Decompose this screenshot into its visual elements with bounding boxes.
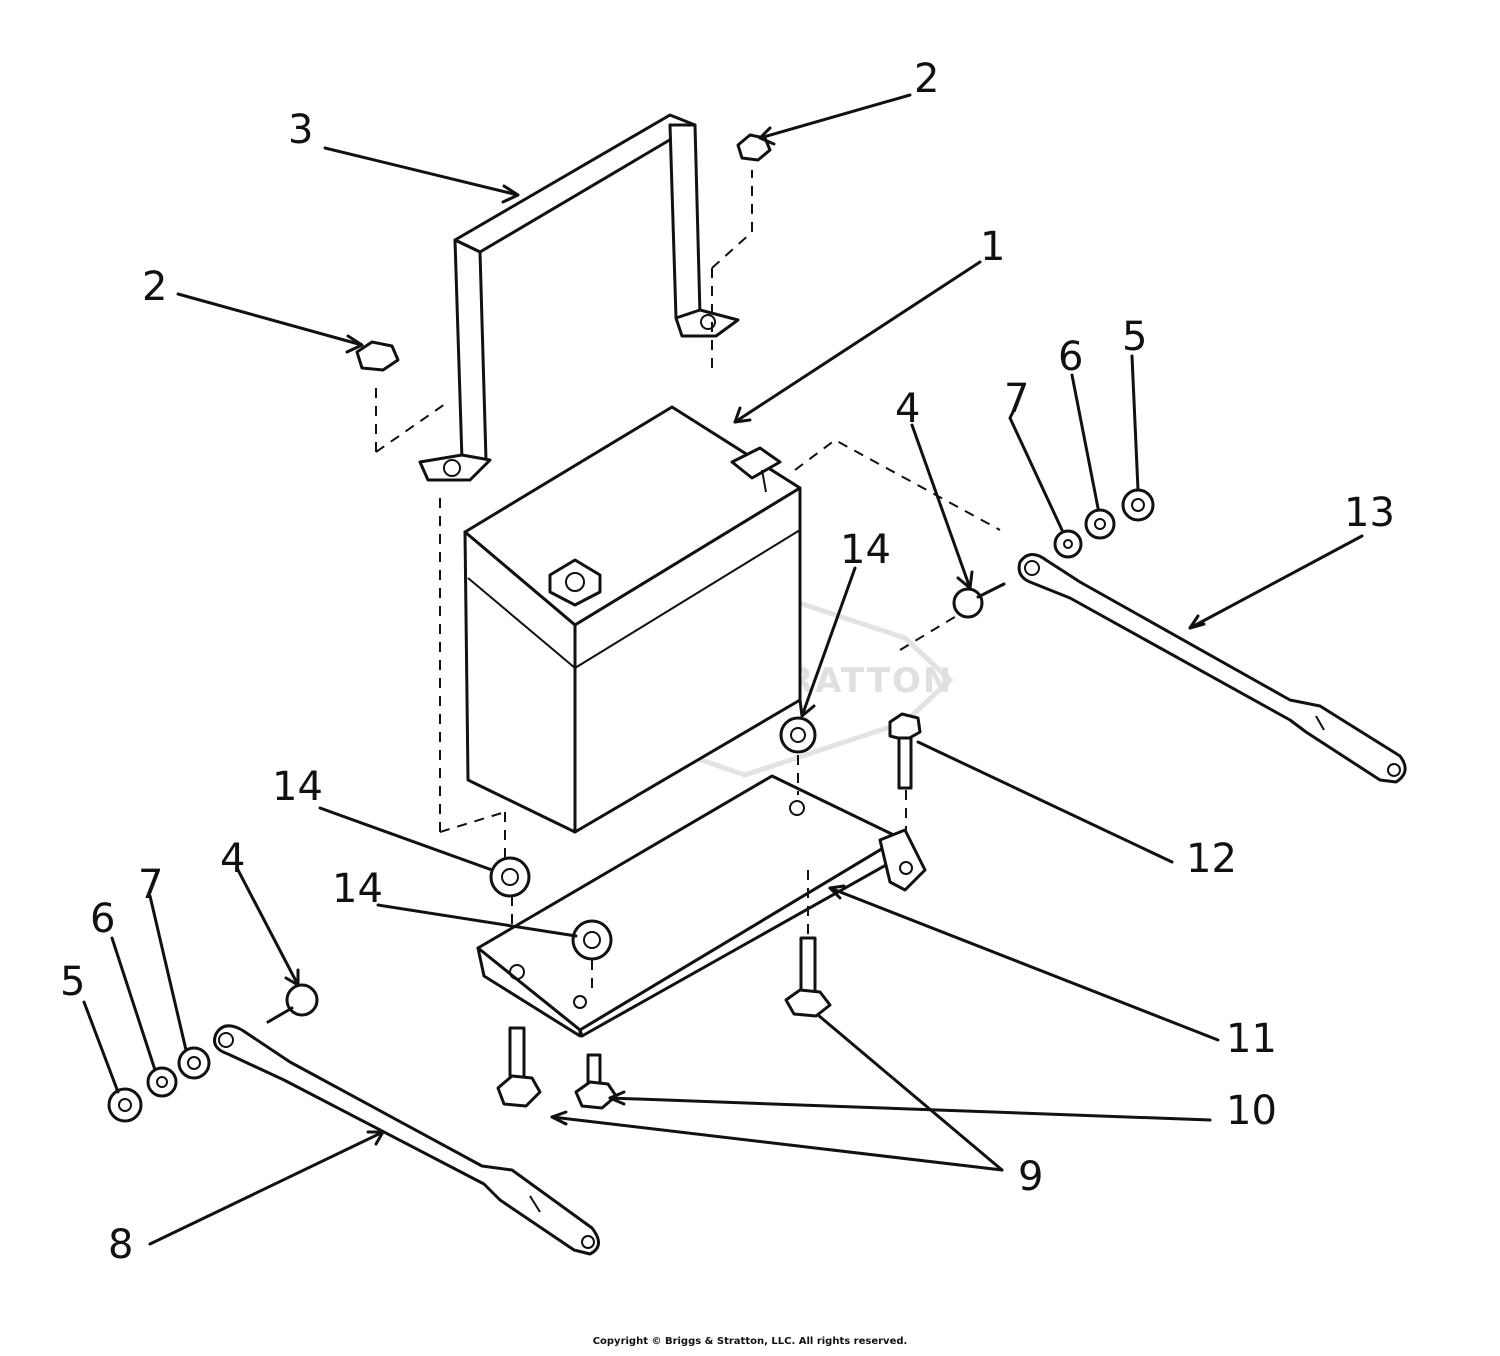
negative-cable-8 xyxy=(213,1024,600,1256)
nut-14-group xyxy=(489,716,817,961)
bolt-9-left xyxy=(496,1026,542,1108)
callout-7-right: 7 xyxy=(1004,376,1029,422)
positive-cable-13 xyxy=(1017,553,1407,784)
callout-4-right: 4 xyxy=(895,386,920,432)
bolt-group xyxy=(496,712,922,1110)
callout-11: 11 xyxy=(1226,1016,1277,1062)
callout-14-left: 14 xyxy=(272,764,323,810)
callout-12: 12 xyxy=(1186,836,1237,882)
bolt-12 xyxy=(888,712,922,790)
leader-lines xyxy=(82,93,1364,1246)
nut-2-group xyxy=(355,133,772,372)
callout-4-left: 4 xyxy=(220,836,245,882)
bolt-9-right xyxy=(784,936,832,1018)
callout-5-left: 5 xyxy=(60,959,85,1005)
terminal-screw-4-right xyxy=(952,582,1006,619)
hold-down-bracket xyxy=(418,113,740,482)
callout-labels: 1 2 2 3 4 4 5 5 6 6 7 7 8 9 10 11 12 13 … xyxy=(60,56,1395,1268)
callout-13: 13 xyxy=(1344,490,1395,536)
callout-6-right: 6 xyxy=(1058,334,1083,380)
callout-14-battery: 14 xyxy=(840,527,891,573)
callout-7-left: 7 xyxy=(138,862,163,908)
callout-2-upper: 2 xyxy=(914,56,939,102)
callout-2-lower: 2 xyxy=(142,264,167,310)
battery xyxy=(463,405,802,834)
bolt-10 xyxy=(574,1053,618,1110)
assembly-lines xyxy=(375,170,1001,990)
hardware-left xyxy=(107,983,319,1123)
copyright-notice: Copyright © Briggs & Stratton, LLC. All … xyxy=(592,1336,908,1347)
callout-1: 1 xyxy=(980,224,1005,270)
callout-6-left: 6 xyxy=(90,896,115,942)
callout-9: 9 xyxy=(1018,1154,1043,1200)
callout-5-right: 5 xyxy=(1122,314,1147,360)
callout-3: 3 xyxy=(288,107,313,153)
callout-8: 8 xyxy=(108,1222,133,1268)
callout-10: 10 xyxy=(1226,1088,1277,1134)
terminal-screw-4-left xyxy=(266,983,319,1024)
callout-14-tray: 14 xyxy=(332,866,383,912)
battery-tray xyxy=(476,774,927,1038)
